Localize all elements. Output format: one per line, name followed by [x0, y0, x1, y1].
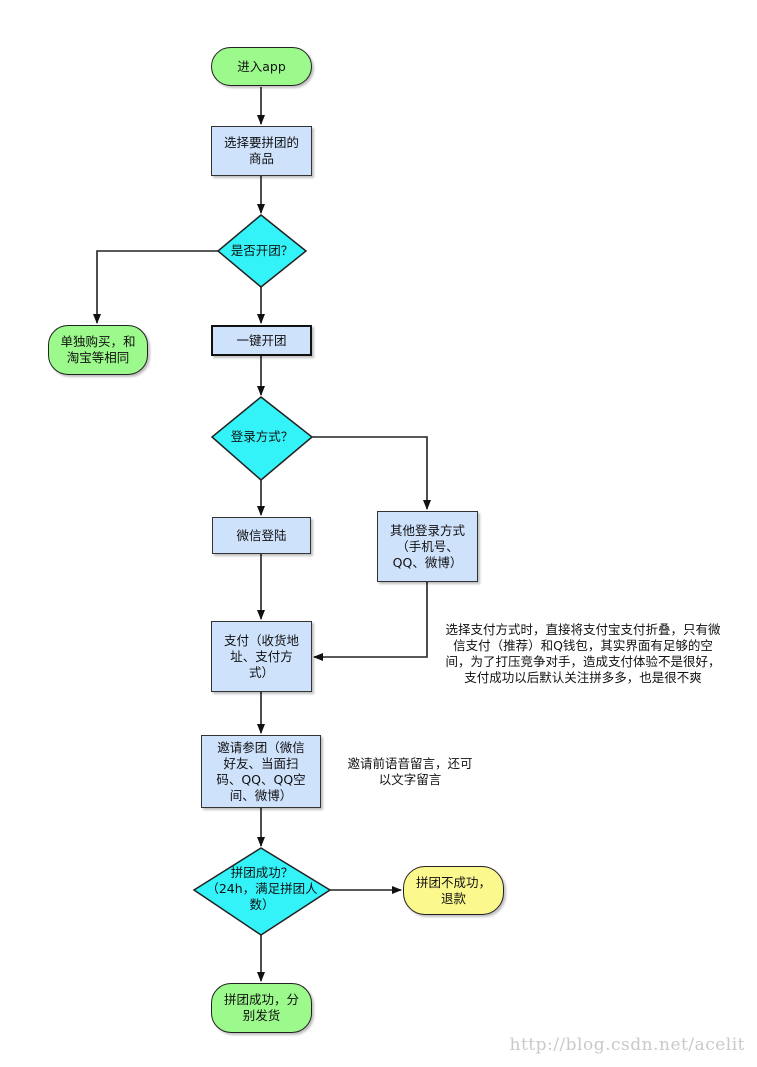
- note-invite: 邀请前语音留言，还可 以文字留言: [347, 756, 473, 787]
- decision-open-group: 是否开团？: [218, 240, 306, 262]
- terminal-group-fail-label: 拼团不成功， 退款: [415, 874, 491, 906]
- process-wechat-login-label: 微信登陆: [236, 527, 287, 543]
- process-select-goods-label: 选择要拼团的 商品: [223, 135, 299, 166]
- watermark: http://blog.csdn.net/acelit: [509, 1035, 745, 1055]
- process-other-login: 其他登录方式 （手机号、 QQ、微博）: [377, 511, 478, 582]
- decision-group-success-label: 拼团成功？ （24h，满足拼团人 数）: [206, 865, 318, 912]
- decision-login-method-label: 登录方式？: [230, 429, 294, 444]
- decision-open-group-label: 是否开团？: [230, 243, 294, 258]
- process-invite-label: 邀请参团（微信 好友、当面扫 码、QQ、QQ空 间、微博）: [216, 739, 306, 803]
- terminal-group-success: 拼团成功，分 别发货: [211, 983, 312, 1033]
- terminal-single-buy: 单独购买，和 淘宝等相同: [48, 325, 148, 375]
- terminal-group-success-label: 拼团成功，分 别发货: [223, 992, 299, 1023]
- note-payment: 选择支付方式时，直接将支付宝支付折叠，只有微 信支付（推荐）和Q钱包，其实界面有…: [445, 622, 721, 685]
- process-other-login-label: 其他登录方式 （手机号、 QQ、微博）: [389, 522, 465, 570]
- process-payment: 支付（收货地 址、支付方 式）: [211, 621, 312, 692]
- process-one-click-group: 一键开团: [211, 325, 312, 356]
- terminal-group-fail: 拼团不成功， 退款: [403, 866, 504, 915]
- decision-diamond-login-method: [210, 396, 314, 481]
- process-wechat-login: 微信登陆: [212, 517, 311, 554]
- arrow-other-to-payment: [313, 582, 428, 661]
- start-enter-app-label: 进入app: [237, 58, 286, 74]
- start-enter-app: 进入app: [211, 47, 312, 86]
- process-one-click-group-label: 一键开团: [236, 332, 287, 348]
- decision-diamond-group-success: [192, 847, 332, 936]
- decision-diamond-open-group: [216, 214, 308, 288]
- process-payment-label: 支付（收货地 址、支付方 式）: [223, 632, 299, 680]
- decision-group-success: 拼团成功？ （24h，满足拼团人 数）: [200, 864, 324, 914]
- arrow-decision-to-single-buy: [93, 250, 218, 324]
- process-select-goods: 选择要拼团的 商品: [211, 126, 312, 176]
- process-invite: 邀请参团（微信 好友、当面扫 码、QQ、QQ空 间、微博）: [201, 735, 321, 808]
- terminal-single-buy-label: 单独购买，和 淘宝等相同: [60, 334, 136, 365]
- arrow-login-to-other: [312, 436, 431, 510]
- decision-login-method: 登录方式？: [212, 426, 312, 448]
